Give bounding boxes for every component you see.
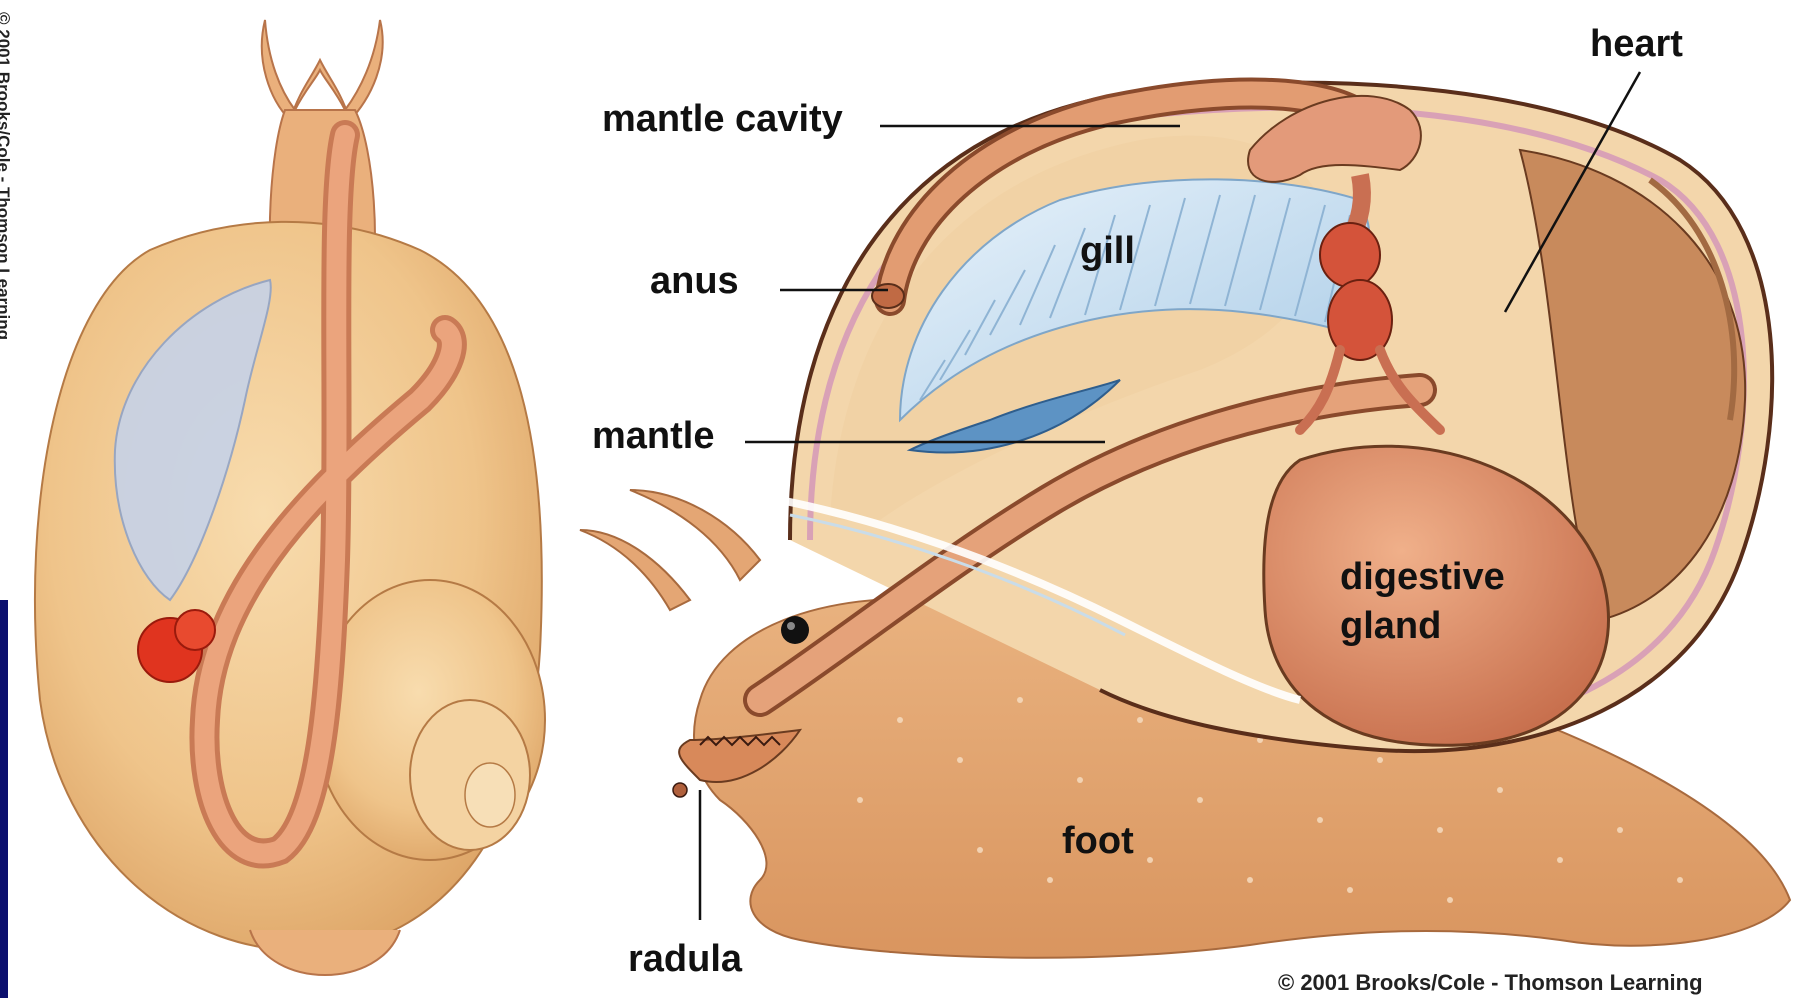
- label-mantle-cavity: mantle cavity: [602, 100, 843, 138]
- shell-apex-inner: [465, 763, 515, 827]
- anus-opening: [872, 284, 904, 308]
- label-digestive-gland: digestive gland: [1340, 553, 1530, 652]
- eye-highlight: [787, 622, 795, 630]
- eye: [781, 616, 809, 644]
- label-gill: gill: [1080, 232, 1135, 270]
- copyright-bottom: © 2001 Brooks/Cole - Thomson Learning: [1278, 970, 1703, 996]
- label-mantle: mantle: [592, 417, 714, 455]
- copyright-side: © 2001 Brooks/Cole - Thomson Learning: [0, 12, 13, 340]
- label-foot: foot: [1062, 822, 1134, 860]
- label-anus: anus: [650, 262, 739, 300]
- slide-edge: [0, 600, 8, 998]
- mouth: [673, 783, 687, 797]
- heart: [1320, 223, 1380, 287]
- label-radula: radula: [628, 940, 742, 978]
- heart-dorsal-lobe: [175, 610, 215, 650]
- label-heart: heart: [1590, 25, 1683, 63]
